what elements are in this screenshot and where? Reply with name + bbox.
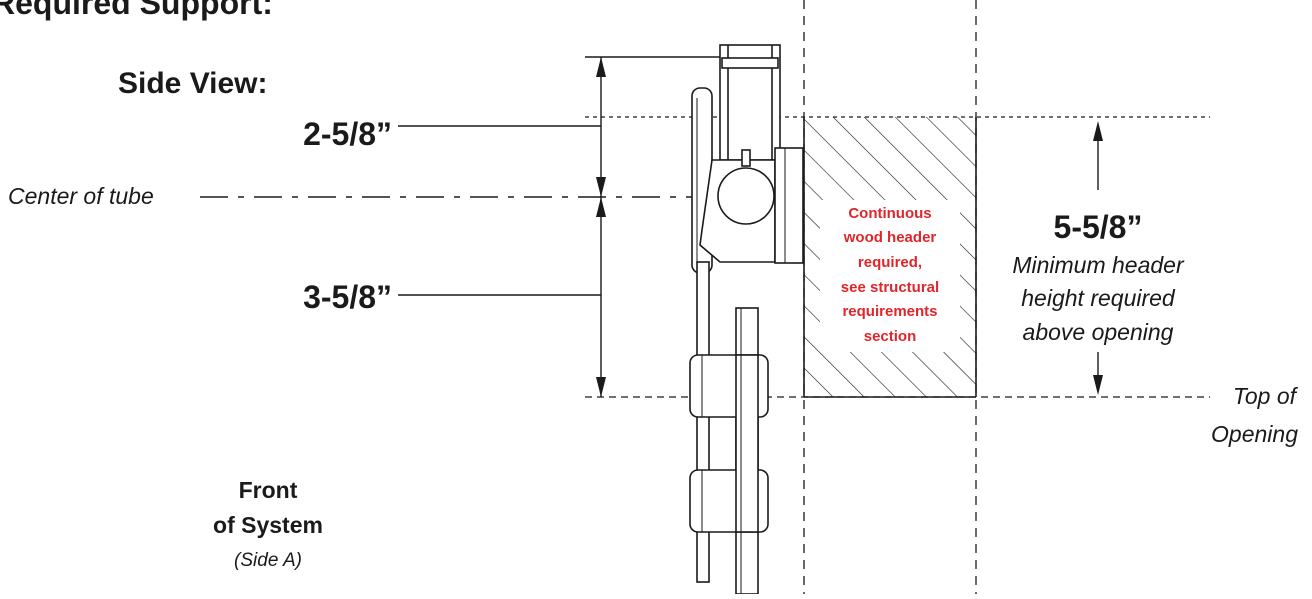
- min-header-line-3: above opening: [1023, 319, 1174, 345]
- header-note-backdrop: [820, 200, 960, 352]
- front-label-line-1: Front: [239, 477, 298, 503]
- header-note-line: see structural: [841, 279, 939, 296]
- hardware-assembly: [689, 44, 804, 595]
- header-note: Continuous wood header required, see str…: [841, 205, 939, 345]
- door-panel-overlay: [735, 354, 759, 533]
- side-view-title: Side View:: [118, 67, 268, 100]
- lower-dimension-label: 3-5/8”: [303, 279, 392, 315]
- arrow-down-center: [596, 177, 606, 197]
- min-header-line-2: height required: [1021, 285, 1176, 311]
- header-note-line: Continuous: [848, 205, 931, 222]
- min-header-line-1: Minimum header: [1012, 252, 1185, 278]
- header-note-line: required,: [858, 254, 922, 271]
- track-lip: [721, 57, 779, 69]
- center-of-tube-label: Center of tube: [8, 183, 154, 209]
- tube-clamp: [741, 149, 751, 167]
- arrow-down-bottom: [596, 377, 606, 397]
- header-note-line: section: [864, 328, 917, 345]
- bracket-plate: [774, 147, 804, 264]
- upper-dimension-label: 2-5/8”: [303, 116, 392, 152]
- top-of-opening-line-2: Opening: [1211, 421, 1298, 447]
- page-heading: Required Support:: [0, 0, 273, 21]
- support-rod: [696, 261, 710, 583]
- tube-circle: [717, 167, 775, 225]
- left-dimension: [398, 56, 720, 397]
- arrow-down-right: [1093, 375, 1103, 395]
- top-of-opening-line-1: Top of: [1233, 383, 1299, 409]
- front-label-line-2: of System: [213, 512, 323, 538]
- front-label-line-3: (Side A): [234, 550, 302, 571]
- header-note-line: wood header: [843, 229, 937, 246]
- arrow-up-top: [596, 57, 606, 77]
- header-note-line: requirements: [842, 303, 937, 320]
- arrow-up-right: [1093, 121, 1103, 141]
- left-dimension-arrows: [596, 57, 606, 397]
- total-dimension-label: 5-5/8”: [1054, 209, 1143, 245]
- arrow-up-center: [596, 197, 606, 217]
